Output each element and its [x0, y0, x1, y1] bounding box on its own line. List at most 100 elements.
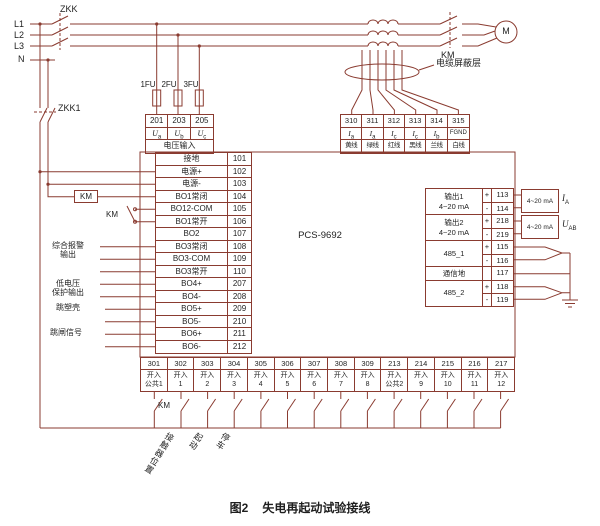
breaker-zkk-symbol — [51, 13, 69, 50]
terminal-number: 205 — [190, 115, 213, 128]
terminal-number: 103 — [228, 178, 251, 191]
terminal-number: 310 — [341, 115, 363, 128]
cable-shield-pointer — [418, 64, 435, 71]
terminal-number: 110 — [228, 266, 251, 278]
comm-ground-group: 通信地 117 — [426, 267, 513, 281]
terminal-label: BO1常开 — [156, 215, 228, 228]
terminal-label: BO3-COM — [156, 253, 228, 266]
terminal-number: 313 — [405, 115, 427, 128]
terminal-label: BO5+ — [156, 303, 228, 316]
wire-color-label: 白线 — [447, 140, 469, 153]
terminal-number: 211 — [228, 328, 251, 341]
wire-color-label: 兰线 — [426, 140, 448, 153]
wire-color-label: 绿线 — [362, 140, 384, 153]
output-wires — [514, 194, 578, 308]
current-symbol: Ia — [341, 127, 363, 140]
terminal-row: 117 — [483, 267, 513, 280]
voltage-symbol-ub: Ub — [168, 127, 191, 140]
current-meter-label: IA — [562, 193, 570, 206]
voltage-terminal-block: 201 203 205 Ua Ub Uc 电压输入 — [145, 114, 214, 154]
terminal-number: 311 — [362, 115, 384, 128]
terminal-row: -114 — [483, 201, 513, 214]
wire-color-label: 黄线 — [341, 140, 363, 153]
terminal-number: 108 — [228, 241, 251, 253]
terminal-number: 102 — [228, 166, 251, 178]
terminal-label: BO12-COM — [156, 203, 228, 216]
cable-shield-label: 电缆屏蔽层 — [436, 58, 482, 68]
terminal-number: 101 — [228, 153, 251, 166]
rs485-2-group: 485_2 +118 -119 — [426, 280, 513, 306]
ma-load-box-1: 4~20 mA — [521, 189, 559, 213]
current-symbol: Ic — [383, 127, 405, 140]
terminal-number: 106 — [228, 216, 251, 228]
terminal-row: +115 — [483, 241, 513, 254]
terminal-label: BO4- — [156, 290, 228, 303]
terminal-label: BO2 — [156, 228, 228, 241]
current-symbol: Ia — [362, 127, 384, 140]
motor-circle — [494, 20, 518, 44]
voltage-meter-label: UAB — [562, 219, 577, 232]
breaker-zkk1-label: ZKK1 — [58, 103, 81, 113]
terminal-number: 107 — [228, 228, 251, 241]
current-symbol: Ic — [405, 127, 427, 140]
terminal-number: 207 — [228, 278, 251, 291]
junction-dots — [38, 22, 201, 186]
motor-label: M — [502, 26, 510, 36]
terminal-label: 电源+ — [156, 165, 228, 178]
terminal-number: 208 — [228, 291, 251, 303]
terminal-number: 314 — [426, 115, 448, 128]
terminal-number: 209 — [228, 303, 251, 316]
voltage-symbol-uc: Uc — [190, 128, 213, 140]
alarm-output-label: 综合报警 输出 — [52, 241, 84, 260]
terminal-number: 210 — [228, 316, 251, 328]
fgnd-terminal-label: FGND — [447, 128, 469, 140]
terminal-number: 315 — [447, 115, 469, 128]
cable-shield-ellipse — [344, 63, 420, 81]
fuse-symbols — [152, 24, 204, 114]
phase-label-l2: L2 — [14, 30, 25, 40]
binary-input-wires — [40, 392, 510, 429]
terminal-label: BO5- — [156, 315, 228, 328]
phase-label-l1: L1 — [14, 19, 25, 29]
terminal-row: +118 — [483, 280, 513, 293]
terminal-number: 312 — [383, 115, 405, 128]
terminal-row: -116 — [483, 253, 513, 266]
ma-load-box-2: 4~20 mA — [521, 215, 559, 239]
terminal-label: 接地 — [156, 153, 228, 166]
control-supply-lines — [34, 24, 74, 428]
terminal-label: BO1常闭 — [156, 190, 228, 203]
terminal-row: +218 — [483, 215, 513, 228]
terminal-number: 201 — [146, 115, 169, 128]
trip-signal-label: 跳闸信号 — [50, 328, 82, 337]
terminal-number: 203 — [168, 115, 191, 128]
terminal-label: BO3常闭 — [156, 240, 228, 253]
phase-label-l3: L3 — [14, 41, 25, 51]
breaker-zkk-label: ZKK — [60, 4, 78, 14]
fuse-label-1fu: 1FU — [140, 80, 156, 89]
km-aux-bottom-label: KM — [158, 401, 170, 410]
voltage-symbol-ua: Ua — [146, 127, 169, 140]
power-lines — [30, 23, 498, 61]
terminal-number: 109 — [228, 253, 251, 266]
km-contact-symbol — [439, 12, 458, 48]
trip-mccb-label: 跳塑壳 — [56, 303, 80, 312]
terminal-row: -119 — [483, 293, 513, 306]
terminal-number: 104 — [228, 191, 251, 203]
terminal-label: 电源- — [156, 178, 228, 191]
fuse-label-3fu: 3FU — [183, 80, 199, 89]
